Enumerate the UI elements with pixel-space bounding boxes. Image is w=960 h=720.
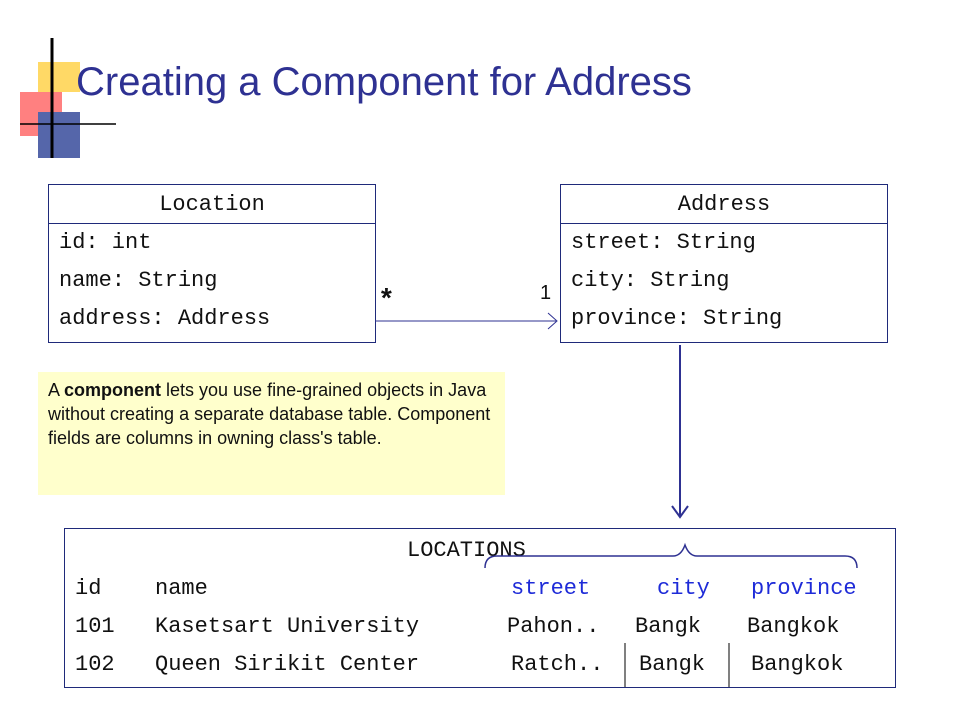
decorative-corner-graphic <box>20 38 116 158</box>
row1-name: Kasetsart University <box>155 614 420 639</box>
column-header-name: name <box>155 576 208 601</box>
table-name: LOCATIONS <box>407 538 526 563</box>
target-multiplicity: 1 <box>540 282 552 304</box>
row1-street: Pahon.. <box>507 614 600 639</box>
mapping-arrowhead-icon <box>671 505 689 519</box>
note-bold-term: component <box>64 380 162 400</box>
column-header-province: province <box>751 576 857 601</box>
column-header-street: street <box>511 576 591 601</box>
address-class-name: Address <box>561 185 887 224</box>
association-arrowhead-icon <box>547 312 558 330</box>
location-field-address: address: Address <box>59 306 271 331</box>
note-text-after: lets you use fine-grained objects in Jav… <box>48 380 491 448</box>
row1-id: 101 <box>75 614 115 639</box>
component-note: A component lets you use fine-grained ob… <box>38 372 505 495</box>
row2-name: Queen Sirikit Center <box>155 652 420 677</box>
column-header-city: city <box>657 576 710 601</box>
location-field-name: name: String <box>59 268 218 293</box>
locations-table: LOCATIONS id name street city province 1… <box>64 528 896 688</box>
row2-id: 102 <box>75 652 115 677</box>
row1-province: Bangkok <box>747 614 840 639</box>
row2-street: Ratch.. <box>511 652 604 677</box>
slide-title: Creating a Component for Address <box>76 60 692 104</box>
row2-city: Bangk <box>639 652 706 677</box>
source-multiplicity: * <box>378 286 395 317</box>
address-field-province: province: String <box>571 306 783 331</box>
column-header-id: id <box>75 576 102 601</box>
row1-city: Bangk <box>635 614 702 639</box>
address-class-box: Address street: String city: String prov… <box>560 184 888 343</box>
row2-province: Bangkok <box>751 652 844 677</box>
address-field-street: street: String <box>571 230 756 255</box>
location-class-name: Location <box>49 185 375 224</box>
note-text-before: A <box>48 380 65 400</box>
component-columns-brace <box>484 542 858 687</box>
location-class-box: Location id: int name: String address: A… <box>48 184 376 343</box>
location-field-id: id: int <box>59 230 152 255</box>
address-field-city: city: String <box>571 268 730 293</box>
